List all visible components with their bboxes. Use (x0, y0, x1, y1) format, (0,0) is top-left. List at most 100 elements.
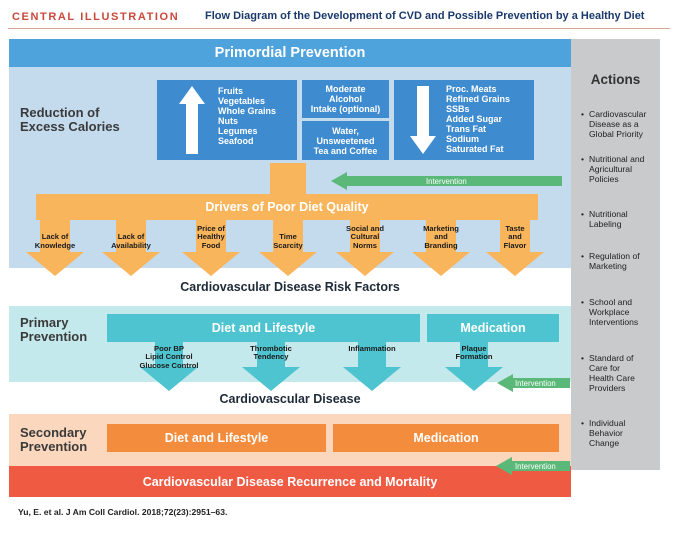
recurrence-mortality-banner: Cardiovascular Disease Recurrence and Mo… (9, 466, 571, 497)
driver-label-line: Flavor (503, 240, 527, 250)
action-item-line: Change (589, 438, 620, 448)
driver-label-line: Marketing (423, 223, 459, 233)
driver-arrow-icon (182, 219, 240, 276)
action-item-line: Standard of (589, 353, 634, 363)
cardiovascular-disease-label: Cardiovascular Disease (219, 392, 361, 406)
reduction-excess-calories-label: Reduction of Excess Calories (20, 105, 120, 134)
primordial-prevention-text: Primordial Prevention (214, 45, 366, 61)
driver-arrow-icon (26, 219, 84, 276)
action-item-line: School and (589, 297, 633, 307)
pathway-label-line: Plaque (461, 344, 487, 353)
driver-arrow-icon (486, 219, 544, 276)
pathway-label-line: Poor BP (154, 344, 184, 353)
driver-label-line: Lack of (41, 232, 69, 242)
pathway-arrow-icon (242, 342, 300, 391)
driver-label-line: Food (201, 240, 221, 250)
intervention-arrow-icon (496, 457, 570, 475)
pathway-arrow-icon (343, 342, 401, 391)
bullet-icon: • (581, 353, 585, 363)
drivers-of-poor-diet-quality-banner: Drivers of Poor Diet Quality (36, 194, 538, 220)
intervention-arrow-icon (331, 172, 562, 190)
secondary-diet-lifestyle-banner: Diet and Lifestyle (107, 424, 326, 452)
driver-label-line: and (434, 232, 448, 242)
pathway-arrow-icon (445, 342, 503, 391)
driver-label-line: Healthy (197, 232, 225, 242)
pathway-arrow-icon (140, 342, 198, 391)
action-item-line: Behavior (589, 428, 623, 438)
driver-label-line: and (508, 232, 522, 242)
actions-title: Actions (590, 71, 641, 87)
driver-arrow-icon (336, 219, 394, 276)
action-item-line: Providers (589, 383, 626, 393)
driver-label-line: Price of (197, 223, 225, 233)
bullet-icon: • (581, 209, 585, 219)
decrease-food-item: Added Sugar (446, 114, 503, 124)
action-item-line: Global Priority (589, 129, 643, 139)
bullet-icon: • (581, 418, 585, 428)
action-item-line: Nutritional (589, 209, 628, 219)
driver-label-line: Norms (352, 240, 378, 250)
drivers-banner-text: Drivers of Poor Diet Quality (205, 200, 369, 214)
moderate-alcohol-text: Intake (optional) (310, 104, 381, 114)
pathway-label: Inflammation (327, 344, 417, 353)
primordial-prevention-banner: Primordial Prevention (9, 39, 571, 67)
decrease-food-item: Trans Fat (446, 124, 487, 134)
actions-panel (571, 39, 660, 470)
action-item-line: Policies (589, 174, 619, 184)
decrease-food-item: SSBs (446, 104, 470, 114)
driver-label-line: Lack of (117, 232, 145, 242)
primary-prevention-label: Primary Prevention (20, 315, 88, 344)
bullet-icon: • (581, 109, 585, 119)
bullet-icon: • (581, 251, 585, 261)
action-item-line: Interventions (589, 317, 639, 327)
driver-arrow-icon (259, 219, 317, 276)
primary-arrows (140, 342, 503, 391)
secondary-medication-banner: Medication (333, 424, 559, 452)
central-illustration-label: CENTRAL ILLUSTRATION (12, 11, 180, 23)
action-item-line: Care for (589, 363, 621, 373)
water-tea-coffee-text: Unsweetened (316, 135, 375, 146)
moderate-alcohol-text: Alcohol (329, 94, 362, 104)
decrease-food-item: Refined Grains (446, 94, 511, 104)
drivers-connector (270, 163, 306, 194)
pathway-label-line: Inflammation (348, 344, 396, 353)
decrease-food-item: Saturated Fat (446, 144, 504, 154)
moderate-alcohol-text: Moderate (325, 84, 366, 94)
increase-food-item: Legumes (218, 126, 258, 136)
increase-food-item: Fruits (218, 86, 244, 96)
increase-food-item: Nuts (218, 116, 238, 126)
primary-medication-banner: Medication (427, 314, 559, 342)
increase-food-item: Vegetables (218, 96, 266, 106)
action-item-line: Individual (589, 418, 626, 428)
driver-label-line: Branding (424, 240, 458, 250)
pathway-label-line: Formation (455, 352, 493, 362)
figure-header (8, 4, 670, 29)
action-item-line: Workplace (589, 307, 630, 317)
pathway-label-line: Glucose Control (139, 360, 199, 370)
bullet-icon: • (581, 297, 585, 307)
action-item-line: Nutritional and (589, 154, 645, 164)
action-item-line: Agricultural (589, 164, 632, 174)
driver-label-line: Social and (346, 223, 384, 233)
pathway-label-line: Tendency (253, 352, 289, 362)
driver-label-line: Cultural (350, 232, 380, 242)
